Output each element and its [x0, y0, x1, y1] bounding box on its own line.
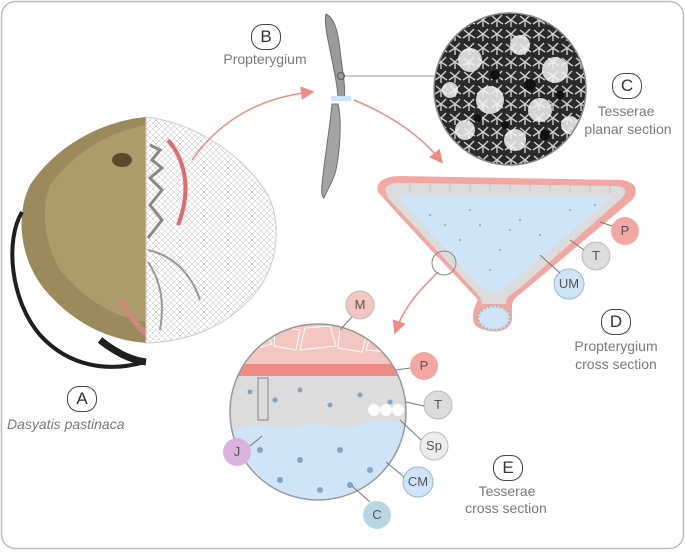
panel-letter-d: D	[601, 309, 631, 335]
tag-m-bg	[345, 290, 375, 320]
caption-a: Dasyatis pastinaca	[7, 416, 125, 432]
tag-um: UM	[558, 276, 580, 291]
tag-cm-bg	[402, 466, 434, 498]
tag-p-d: P	[620, 223, 630, 238]
tag-j: J	[233, 444, 241, 459]
propterygium-bone	[321, 13, 351, 199]
arrow-d-to-e	[392, 271, 439, 335]
tag-c: C	[372, 507, 382, 522]
caption-c-line1: Tesserae	[597, 103, 655, 119]
arrow-b-to-d	[353, 99, 443, 164]
tesserae-cross-section	[229, 323, 407, 501]
caption-c-line2: planar section	[584, 121, 672, 137]
stingray-tail	[10, 210, 146, 369]
caption-e-line2: cross section	[465, 500, 547, 516]
tag-t-e: T	[434, 397, 442, 412]
panel-letter-e: E	[493, 455, 523, 481]
tag-t-e-bg	[423, 390, 453, 420]
panel-letter-b: B	[251, 24, 281, 50]
caption-d-line2: cross section	[575, 356, 657, 372]
tag-t-d-bg	[581, 241, 611, 271]
tag-p-e: P	[419, 358, 429, 373]
propterygium-highlight	[166, 138, 188, 226]
tag-p-e-bg	[410, 352, 438, 380]
perichondrium-layer	[230, 364, 406, 376]
tag-cm: CM	[407, 474, 429, 489]
tag-sp: Sp	[426, 438, 442, 453]
arrow-a-to-b	[191, 86, 315, 161]
panel-letter-c: C	[612, 73, 642, 99]
tesserae-planar-section	[433, 12, 587, 166]
caption-e-line1: Tesserae	[478, 483, 536, 499]
tag-um-bg	[553, 268, 585, 300]
tag-c-bg	[363, 501, 391, 529]
tag-j-bg	[223, 438, 251, 466]
uncalcified-cartilage	[396, 196, 612, 292]
propterygium-cross-section	[377, 176, 636, 332]
tesserae-layer	[230, 376, 406, 428]
stingray-illustration	[10, 116, 277, 369]
panel-letter-a: A	[67, 386, 97, 412]
tag-sp-bg	[419, 431, 449, 461]
caption-d-line1: Propterygium	[574, 338, 658, 354]
caption-b: Propterygium	[223, 51, 307, 67]
tag-p-d-bg	[611, 217, 639, 245]
tag-t-d: T	[592, 248, 600, 263]
tag-m: M	[354, 297, 366, 312]
